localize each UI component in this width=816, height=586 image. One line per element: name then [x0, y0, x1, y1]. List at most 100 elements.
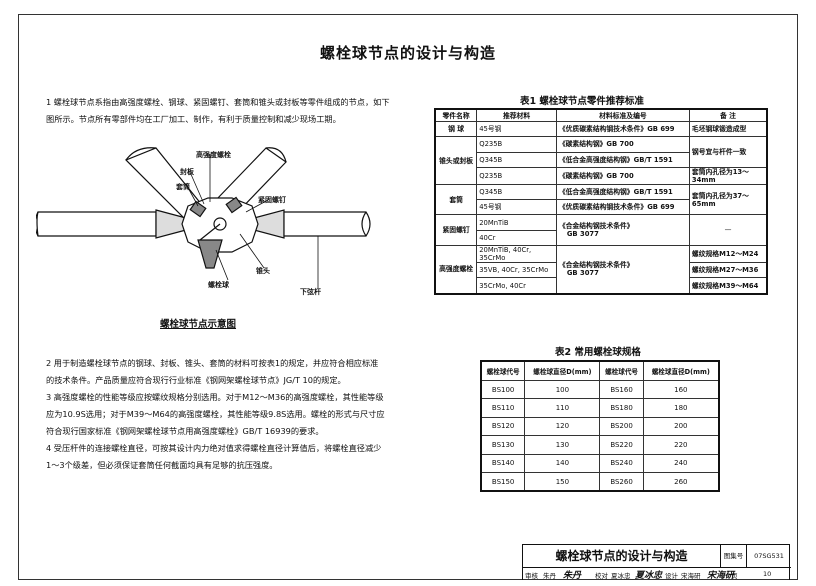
material: Q345B — [476, 151, 557, 168]
table1: 零件名称 推荐材料 材料标准及编号 备 注 钢 球 45号钢 《优质碳素结构钢技… — [434, 108, 768, 295]
material: 20MnTiB, 40Cr, 35CrMo — [476, 245, 557, 264]
standard: 《低合金高强度结构钢》GB/T 1591 — [555, 183, 690, 201]
remark: 套筒内孔径为37～65mm — [688, 183, 768, 216]
remark: 螺纹规格M27～M36 — [688, 262, 768, 279]
remark: 毛坯钢球锻造成型 — [688, 120, 768, 138]
ball-diameter: 140 — [524, 453, 601, 473]
diagram-caption: 螺栓球节点示意图 — [160, 319, 237, 330]
table-row: 40Cr — [435, 229, 767, 247]
table-row: 高强度螺栓 20MnTiB, 40Cr, 35CrMo 《合金结构钢技术条件》 … — [434, 245, 768, 295]
ball-diameter: 180 — [642, 398, 720, 418]
label-ball: 螺栓球 — [208, 281, 229, 289]
sleeve-left — [189, 200, 207, 218]
title-block-title: 螺栓球节点的设计与构造 — [523, 545, 721, 568]
table2-header: 螺栓球直径D(mm) — [642, 360, 720, 381]
table1-header: 材料标准及编号 — [555, 108, 690, 122]
label-chord: 下弦杆 — [300, 288, 321, 296]
ball-code: BS140 — [480, 453, 526, 473]
ball-diameter: 110 — [524, 398, 601, 418]
checker-signature: 夏冰忠 — [635, 571, 663, 581]
ball-code: BS100 — [480, 379, 526, 400]
label-set-screw: 紧固螺钉 — [258, 196, 286, 204]
intro-line-2: 图所示。节点所有零部件均在工厂加工、制作，有利于质量控制和减少现场工期。 — [46, 114, 341, 124]
checker-name: 夏冰忠 — [611, 572, 631, 580]
ball-diameter: 100 — [524, 379, 601, 400]
table1-caption: 表1 螺栓球节点零件推荐标准 — [520, 96, 644, 107]
title-block-signatures: 审核 朱丹 朱丹 校对 夏冰忠 夏冰忠 设计 宋海研 宋海研 页 10 — [523, 568, 791, 581]
standard: 《优质碳素结构钢技术条件》GB 699 — [555, 120, 690, 138]
note-line-7: 1～3个级差，但必须保证套筒任何截面均具有足够的抗压强度。 — [46, 460, 278, 470]
note-line-1: 2 用于制造螺栓球节点的钢球、封板、锥头、套筒的材料可按表1的规定，并应符合相应… — [46, 358, 379, 368]
ball-code: BS220 — [599, 435, 644, 455]
part-name: 紧固螺钉 — [434, 214, 478, 247]
ball-code: BS130 — [480, 435, 526, 455]
material: Q345B — [476, 183, 557, 201]
ball-code: BS160 — [599, 379, 644, 400]
sleeve-right — [225, 196, 243, 214]
lower-bolt — [197, 239, 223, 269]
table-row: 35CrMo, 40Cr 螺纹规格M39～M64 — [435, 277, 768, 295]
standard-title: 《合金结构钢技术条件》 — [558, 222, 634, 231]
table1-header: 零件名称 — [434, 108, 478, 122]
ball-code: BS240 — [599, 453, 644, 473]
table-row: BS110 110 BS180 180 — [480, 398, 720, 418]
ball-diameter: 150 — [524, 471, 601, 492]
table-row: 锥头或封板 Q235B 《碳素结构钢》GB 700 钢号宜与杆件一致 — [434, 136, 768, 185]
ball-code: BS180 — [599, 398, 644, 418]
ball-diameter: 120 — [524, 416, 601, 437]
right-chord — [283, 211, 371, 237]
material: 35CrMo, 40Cr — [476, 277, 557, 295]
label-sleeve: 套筒 — [176, 183, 190, 191]
standard: 《优质碳素结构钢技术条件》GB 699 — [555, 199, 690, 216]
standard: 《低合金高强度结构钢》GB/T 1591 — [555, 151, 690, 168]
note-line-2: 的技术条件。产品质量应符合现行行业标准《钢网架螺栓球节点》JG/T 10的规定。 — [46, 375, 346, 385]
table2-caption: 表2 常用螺栓球规格 — [555, 347, 641, 358]
table2-header-row: 螺栓球代号 螺栓球直径D(mm) 螺栓球代号 螺栓球直径D(mm) — [480, 360, 720, 381]
label-bolt: 高强度螺栓 — [196, 151, 231, 159]
ball-diameter: 200 — [642, 416, 720, 437]
title-block: 螺栓球节点的设计与构造 图集号 07SG531 审核 朱丹 朱丹 校对 夏冰忠 … — [522, 544, 791, 581]
material: 40Cr — [476, 229, 557, 247]
table1-header: 推荐材料 — [476, 108, 557, 122]
ball-diameter: 160 — [642, 379, 720, 400]
reviewer-signature: 朱丹 — [563, 571, 582, 581]
table-row: BS100 100 BS160 160 — [480, 379, 720, 400]
designer-signature: 宋海研 — [707, 571, 735, 581]
remark: 螺纹规格M39～M64 — [688, 277, 768, 295]
intro-paragraph: 1 螺栓球节点系指由高强度螺栓、钢球、紧固螺钉、套筒和锥头或封板等零件组成的节点… — [46, 94, 390, 128]
intro-line-1: 1 螺栓球节点系指由高强度螺栓、钢球、紧固螺钉、套筒和锥头或封板等零件组成的节点… — [46, 97, 390, 107]
table-row: 钢 球 45号钢 《优质碳素结构钢技术条件》GB 699 毛坯钢球锻造成型 — [434, 120, 768, 138]
part-name: 锥头或封板 — [434, 136, 478, 185]
table-row: Q235B 《碳素结构钢》GB 700 套筒内孔径为13～34mm — [435, 166, 768, 185]
note-line-5: 符合现行国家标准《钢网架螺栓球节点用高强度螺栓》GB/T 16939的要求。 — [46, 426, 324, 436]
left-tube — [36, 211, 157, 237]
designer-name: 宋海研 — [681, 572, 701, 580]
table-row: 45号钢 《优质碳素结构钢技术条件》GB 699 — [435, 199, 767, 216]
atlas-number: 07SG531 — [747, 545, 791, 568]
note-line-6: 4 受压杆件的连接螺栓直径，可按其设计内力绝对值求得螺栓直径计算值后，将螺栓直径… — [46, 443, 382, 453]
material: 45号钢 — [476, 199, 557, 216]
material: 35VB, 40Cr, 35CrMo — [476, 262, 557, 279]
table2: 螺栓球代号 螺栓球直径D(mm) 螺栓球代号 螺栓球直径D(mm) BS100 … — [480, 360, 720, 493]
label-sealing-plate: 封板 — [180, 168, 194, 176]
standard-code: GB 3077 — [566, 269, 599, 278]
material: Q235B — [476, 166, 557, 185]
material: 20MnTiB — [476, 214, 557, 231]
part-name: 套筒 — [434, 183, 478, 216]
page-label: 页 — [731, 572, 738, 580]
table-row: BS120 120 BS200 200 — [480, 416, 720, 437]
material: 45号钢 — [476, 120, 557, 138]
review-label: 审核 — [525, 572, 538, 580]
table-row: Q345B 《低合金高强度结构钢》GB/T 1591 — [435, 151, 767, 168]
table-row: BS140 140 BS240 240 — [480, 453, 720, 473]
remark: 套筒内孔径为13～34mm — [688, 166, 768, 185]
material: Q235B — [476, 136, 557, 153]
ball-code: BS200 — [599, 416, 644, 437]
table-row: BS150 150 BS260 260 — [480, 471, 720, 492]
drawing-frame — [18, 14, 798, 580]
standard: 《合金结构钢技术条件》 GB 3077 — [555, 214, 690, 247]
table1-header: 备 注 — [688, 108, 768, 122]
ball-code: BS260 — [599, 471, 644, 492]
part-name: 钢 球 — [434, 120, 478, 138]
bolt-ball-node-diagram — [36, 147, 371, 288]
